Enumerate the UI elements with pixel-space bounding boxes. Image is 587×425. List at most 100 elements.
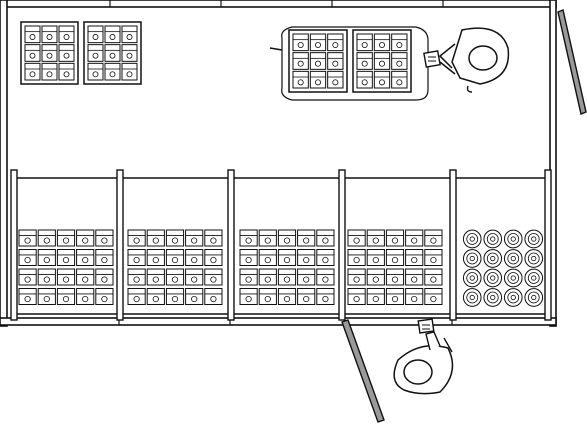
box-rack [288,29,348,93]
box-item [104,25,121,44]
box-item [18,249,37,266]
bay-post [227,169,235,321]
box-item [204,249,223,266]
box-item [204,288,223,305]
front-door-open [341,319,385,423]
box-item [146,249,165,266]
box-item [204,268,223,286]
barcode-scanner-icon [423,50,441,68]
box-item [347,268,366,286]
box-item [292,70,309,89]
box-item [391,33,408,52]
box-item [18,288,37,305]
box-item [24,25,41,44]
box-item [277,249,297,266]
box-item [309,52,327,70]
box-item [18,268,37,286]
box-item [277,288,297,305]
box-item [76,288,95,305]
worker-figure [393,318,454,395]
roll-item [483,249,503,268]
box-item [297,229,316,247]
box-item [37,249,56,266]
box-item [347,249,366,266]
top-wall [0,0,557,8]
box-item [24,44,41,62]
box-item [127,229,146,247]
box-item [366,249,385,266]
box-item [309,33,327,52]
box-item [347,288,366,305]
box-rack [352,29,412,93]
box-item [24,62,41,81]
roll-bay [462,229,544,307]
box-item [366,288,385,305]
box-item [297,249,316,266]
box-item [292,33,309,52]
worker-head [403,359,433,385]
box-item [366,268,385,286]
side-door-open [557,9,587,115]
box-item [356,70,373,89]
box-item [87,62,104,81]
box-item [56,249,76,266]
roll-item [462,288,482,307]
box-item [373,70,391,89]
trolley-cart [269,26,429,101]
box-item [405,268,424,286]
bottom-wall [0,317,557,326]
box-item [239,288,258,305]
bay-posts [10,169,552,321]
bay-post [449,169,457,321]
building-walls [0,0,557,327]
roll-item [503,229,523,249]
box-item [185,268,204,286]
box-item [95,268,114,286]
box-item [185,249,204,266]
box-item [146,229,165,247]
box-item [185,288,204,305]
box-item [385,288,405,305]
box-item [41,62,58,81]
roll-item [483,268,503,288]
box-item [58,44,75,62]
box-item [277,268,297,286]
box-item [56,229,76,247]
roll-item [524,249,544,268]
box-item [121,25,138,44]
operator-figure [423,27,510,93]
box-item [316,268,335,286]
box-item [366,229,385,247]
box-item [121,62,138,81]
bay-post [116,169,124,321]
box-item [37,288,56,305]
box-rack [83,21,142,85]
box-item [277,229,297,247]
box-item [327,52,344,70]
box-item [258,268,277,286]
box-item [385,268,405,286]
box-item [316,288,335,305]
box-item [258,288,277,305]
box-item [87,25,104,44]
box-item [165,249,185,266]
roll-item [462,249,482,268]
box-item [316,249,335,266]
operator-head [468,45,498,71]
box-item [76,268,95,286]
box-item [76,249,95,266]
box-item [127,268,146,286]
box-item [185,229,204,247]
box-item [297,288,316,305]
box-item [146,268,165,286]
box-item [316,229,335,247]
box-item [18,229,37,247]
handheld-scanner-icon [417,318,435,334]
box-item [95,229,114,247]
box-item [424,288,443,305]
box-bay [347,229,443,305]
box-bay [127,229,223,305]
roll-item [462,229,482,249]
box-item [385,249,405,266]
